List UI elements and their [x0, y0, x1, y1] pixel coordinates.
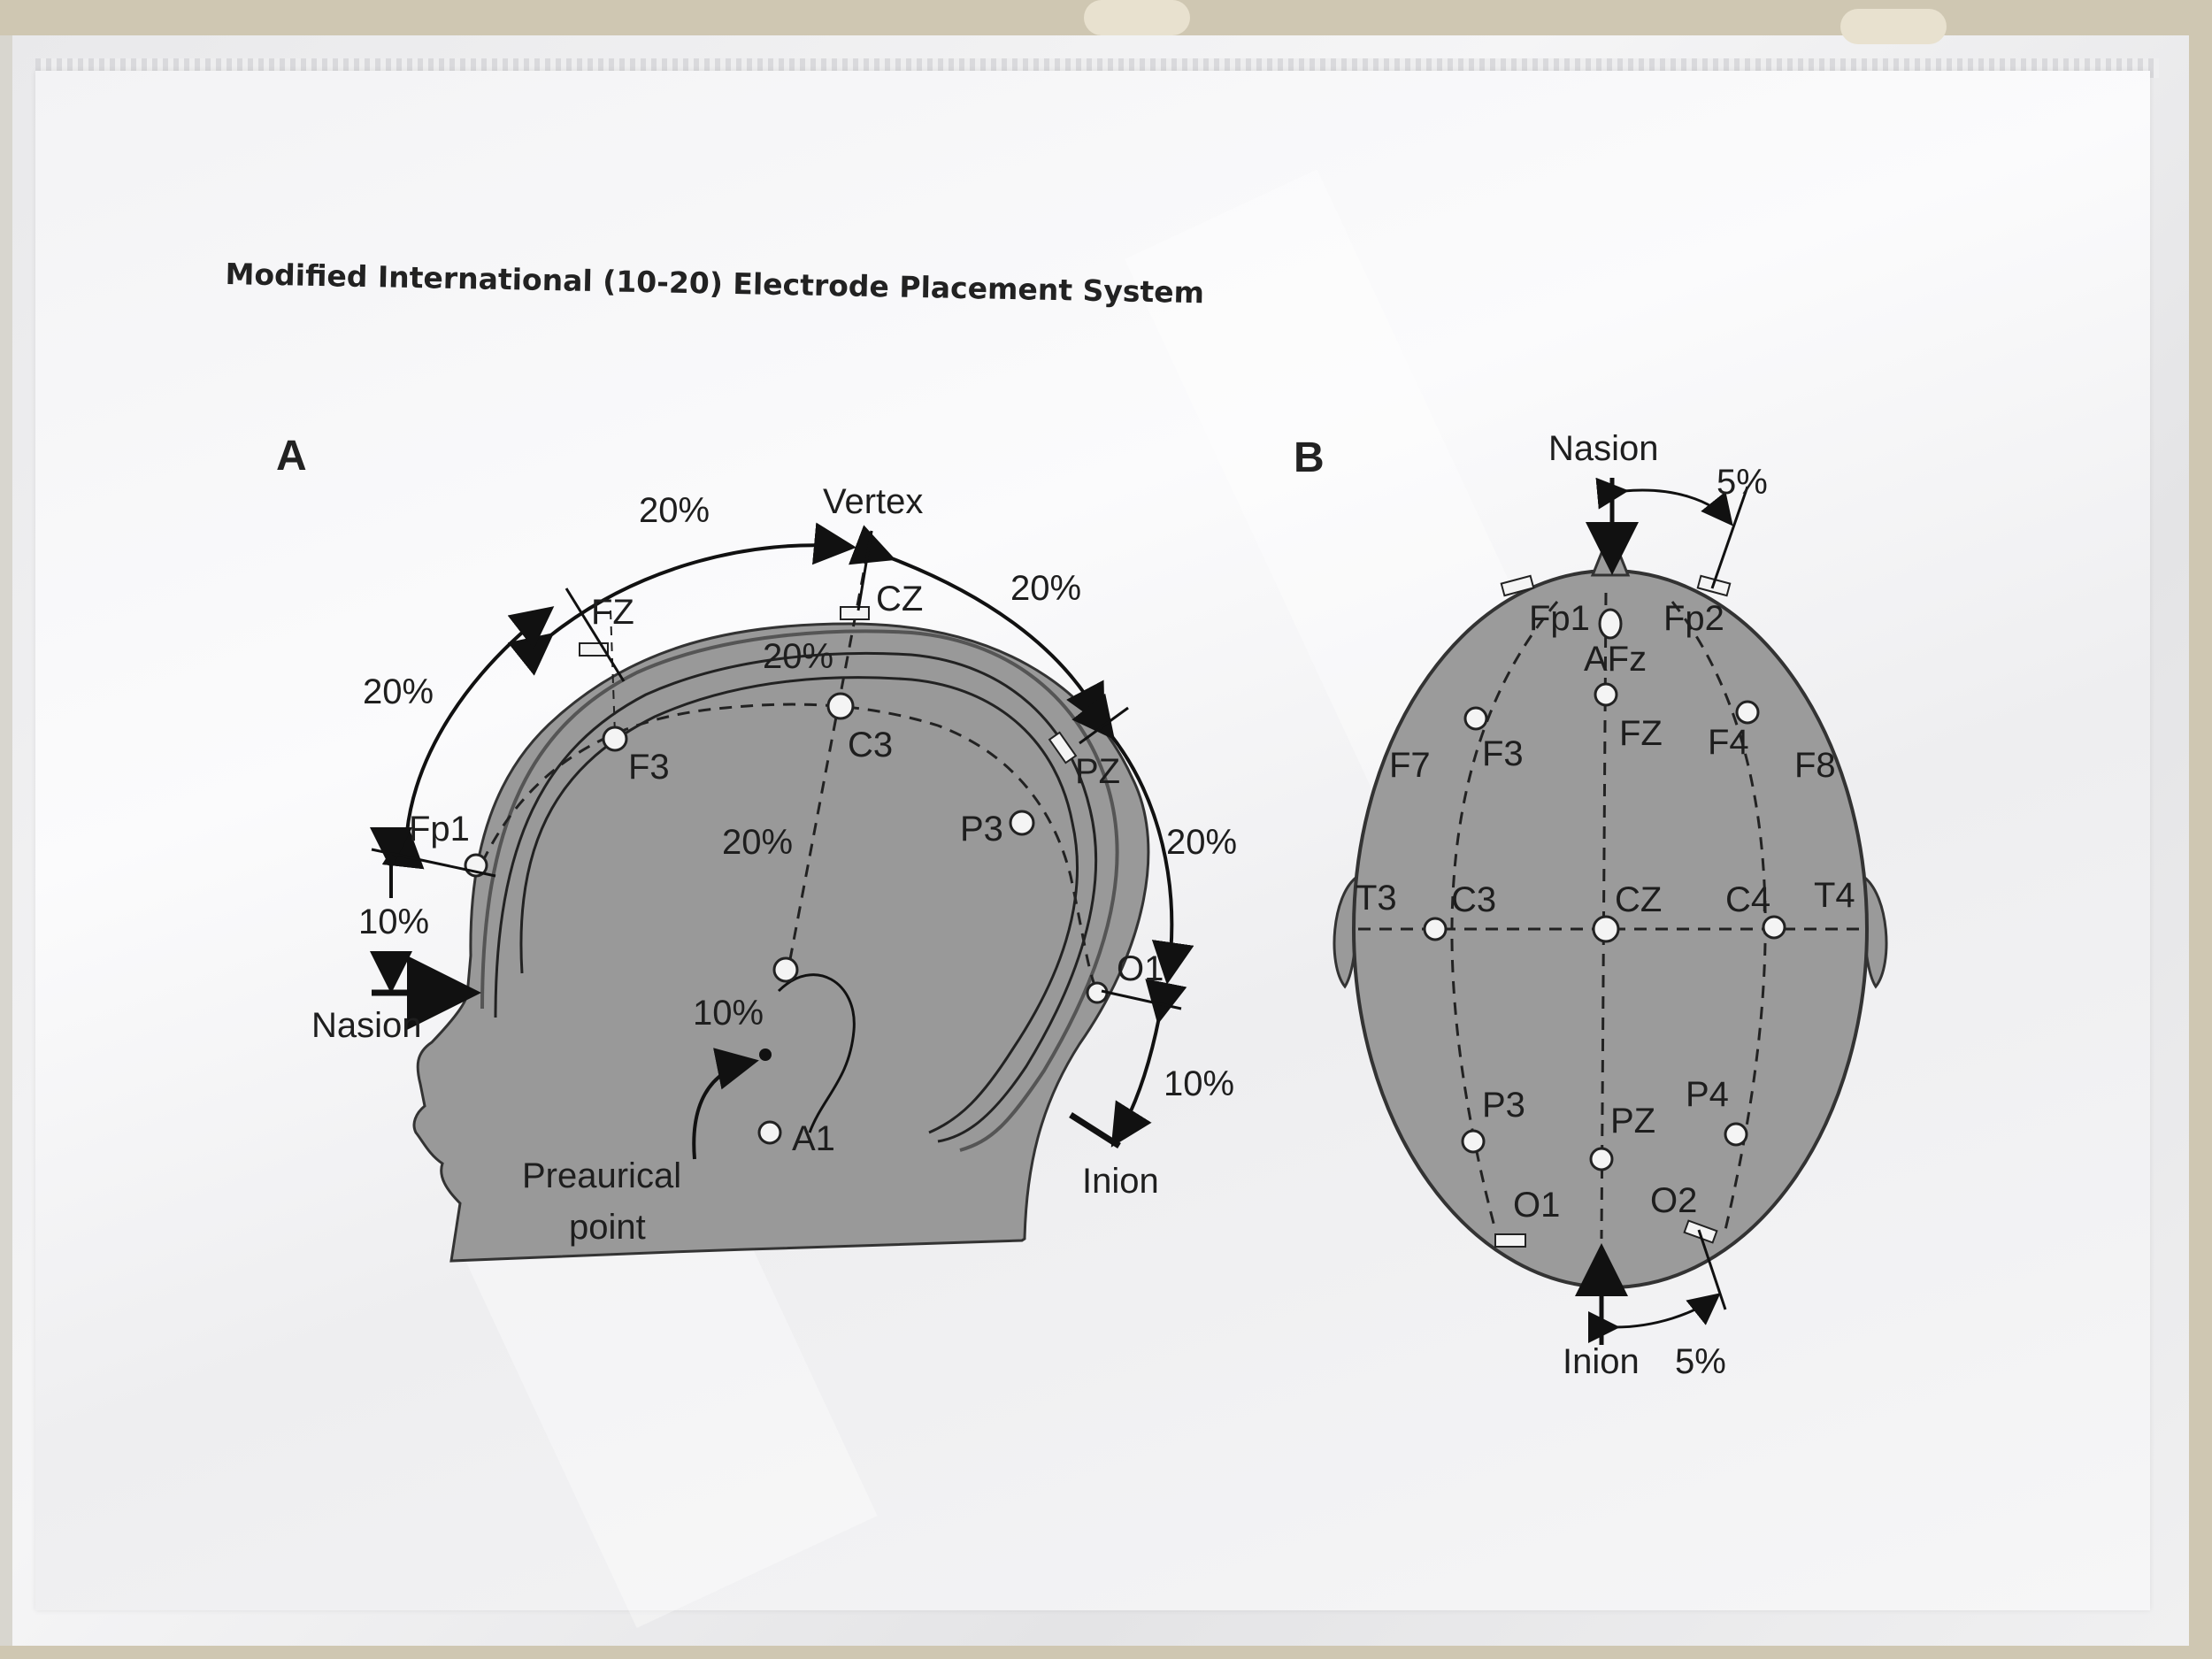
electrode-ear-top: [772, 956, 799, 983]
label-20-top-right: 20%: [1010, 569, 1081, 608]
electrode-b-fp: [1598, 608, 1623, 640]
electrode-f3: [602, 726, 628, 752]
arrow-o1-inion: [1110, 979, 1187, 1148]
arrow-pz-o1: [1071, 693, 1194, 985]
binder-hole: [1084, 0, 1190, 35]
label-5-bottom: 5%: [1675, 1342, 1726, 1381]
electrode-b-label-p3: P3: [1482, 1086, 1525, 1125]
electrode-label-f3: F3: [628, 748, 670, 787]
ear: [777, 973, 856, 1133]
electrode-b-label-fz: FZ: [1619, 714, 1663, 753]
arc-b-bottom: [1587, 1293, 1721, 1344]
electrode-b-c4: [1762, 915, 1786, 940]
electrode-b-f3: [1463, 706, 1488, 731]
electrode-b-label-t4: T4: [1814, 876, 1855, 915]
electrode-b-label-f8: F8: [1794, 746, 1836, 785]
electrode-label-fz: FZ: [591, 593, 634, 632]
arrow-inion: [1069, 1112, 1121, 1148]
electrode-label-c3: C3: [848, 726, 893, 764]
electrode-b-label-fp2: Fp2: [1663, 599, 1724, 638]
marker-pz: [1048, 731, 1078, 764]
electrode-b-label-pz: PZ: [1610, 1102, 1655, 1141]
tick-fz: [565, 588, 626, 682]
electrode-label-cz: CZ: [876, 580, 923, 618]
electrode-b-label-fp1: Fp1: [1529, 599, 1590, 638]
electrode-b-cz: [1592, 915, 1620, 943]
electrode-b-pz: [1589, 1147, 1614, 1171]
electrode-b-f4: [1735, 700, 1760, 725]
arrow-preauricular: [692, 1048, 759, 1160]
label-5-top: 5%: [1717, 463, 1768, 502]
tick-o1: [1101, 989, 1182, 1010]
electrode-p3: [1009, 810, 1035, 836]
electrode-b-label-afz: AFz: [1584, 640, 1647, 679]
panel-a-label: A: [276, 433, 307, 480]
arrow-cz-pz: [849, 525, 1105, 728]
label-inion-a: Inion: [1082, 1162, 1159, 1201]
electrode-b-label-c3: C3: [1451, 880, 1496, 919]
electrode-a1: [757, 1120, 782, 1145]
tick-fp1: [371, 848, 496, 878]
electrode-b-afz: [1594, 682, 1618, 707]
electrode-b-label-o2: O2: [1650, 1181, 1697, 1220]
electrode-b-label-f4: F4: [1708, 723, 1749, 762]
electrode-b-p3: [1461, 1129, 1486, 1154]
electrode-b-label-f7: F7: [1389, 746, 1431, 785]
electrode-b-label-p4: P4: [1686, 1075, 1729, 1114]
label-20-right: 20%: [1166, 823, 1237, 862]
label-nasion-a: Nasion: [311, 1006, 422, 1045]
arc-b-top: [1595, 477, 1733, 526]
label-preauricular-1: Preaurical: [522, 1156, 681, 1195]
label-20-inner: 20%: [763, 637, 833, 676]
label-10-nasion: 10%: [358, 902, 429, 941]
label-20-left: 20%: [363, 672, 434, 711]
electrode-b-label-c4: C4: [1725, 880, 1770, 919]
tick-pz: [1079, 706, 1129, 745]
label-vertex: Vertex: [823, 482, 923, 521]
arrow-fp1-fz: [381, 606, 555, 870]
electrode-b-label-t3: T3: [1356, 879, 1397, 918]
label-20-top-left: 20%: [639, 491, 710, 530]
tick-cz: [856, 530, 873, 611]
left-arc: [1450, 601, 1559, 1231]
binder-hole: [1840, 9, 1947, 44]
right-arc: [1671, 601, 1767, 1231]
electrode-label-pz: PZ: [1075, 752, 1120, 791]
label-20-vertical: 20%: [722, 823, 793, 862]
label-preauricular-2: point: [569, 1208, 646, 1247]
electrode-b-c3: [1423, 917, 1448, 941]
electrode-b-label-o1: O1: [1513, 1186, 1560, 1225]
preauricular-point: [759, 1048, 772, 1061]
tick-b-top: [1710, 486, 1749, 589]
electrode-label-a1: A1: [792, 1119, 835, 1158]
label-nasion-b: Nasion: [1548, 429, 1659, 468]
marker-b-o1: [1494, 1233, 1526, 1248]
label-10-inion: 10%: [1164, 1064, 1234, 1103]
electrode-b-label-cz: CZ: [1615, 880, 1662, 919]
electrode-b-p4: [1724, 1122, 1748, 1147]
label-inion-b: Inion: [1563, 1342, 1640, 1381]
label-10-ear: 10%: [693, 994, 764, 1033]
electrode-label-p3: P3: [960, 810, 1003, 849]
panel-b-label: B: [1294, 434, 1325, 481]
arrow-fz-cz: [507, 522, 856, 676]
tick-b-bottom: [1697, 1229, 1727, 1310]
electrode-label-o1: O1: [1117, 949, 1164, 988]
electrode-label-fp1: Fp1: [409, 810, 470, 849]
electrode-b-label-f3: F3: [1482, 734, 1524, 773]
marker-b-fp1: [1500, 574, 1535, 597]
